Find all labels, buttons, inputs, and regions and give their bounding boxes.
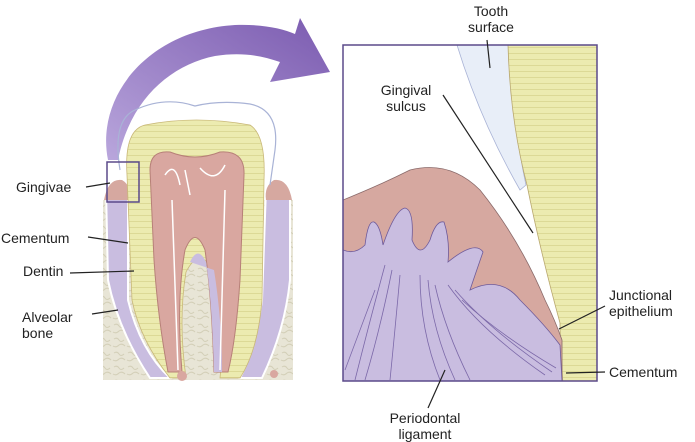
label-cementum-left: Cementum bbox=[1, 230, 69, 246]
enamel bbox=[117, 101, 277, 186]
gingiva-left bbox=[104, 179, 131, 200]
label-dentin: Dentin bbox=[23, 263, 63, 279]
label-cementum-right: Cementum bbox=[609, 364, 677, 380]
pulp-region bbox=[149, 151, 245, 373]
gingiva-right bbox=[265, 179, 292, 200]
zoom-arrow bbox=[106, 18, 330, 160]
inset-frame bbox=[342, 44, 598, 382]
leader-lines bbox=[69, 39, 606, 409]
magnified-inset bbox=[342, 44, 598, 382]
periodontal-ligament-tissue bbox=[343, 207, 563, 381]
tooth-cross-section bbox=[103, 101, 293, 381]
label-gingivae: Gingivae bbox=[16, 179, 71, 195]
inset-marker-box bbox=[106, 161, 140, 203]
